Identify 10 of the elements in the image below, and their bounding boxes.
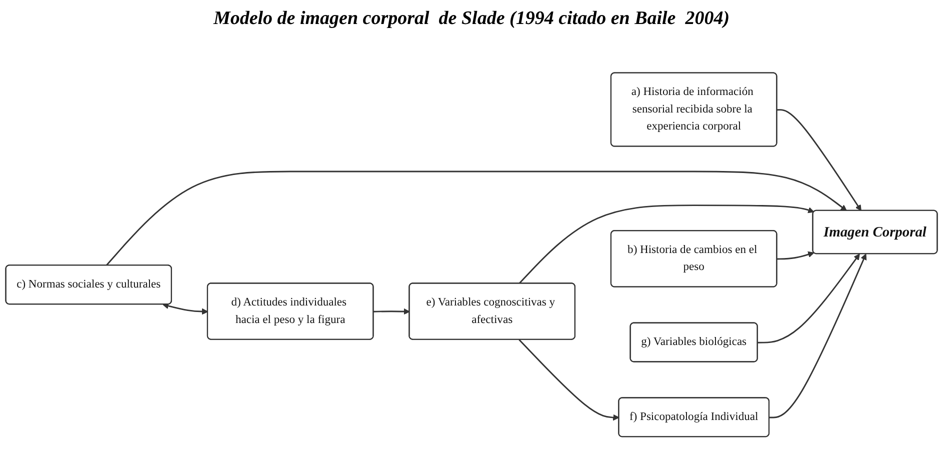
arrow: [769, 254, 867, 419]
arrow: [106, 171, 847, 266]
arrow: [758, 254, 860, 344]
arrow: [777, 252, 814, 260]
arrow: [518, 340, 620, 421]
arrow: [518, 204, 814, 284]
arrow: [162, 303, 208, 315]
diagram-title: Modelo de imagen corporal de Slade (1994 citado en Baile 2004): [213, 8, 730, 30]
arrow: [777, 109, 862, 212]
arrow: [374, 308, 410, 315]
